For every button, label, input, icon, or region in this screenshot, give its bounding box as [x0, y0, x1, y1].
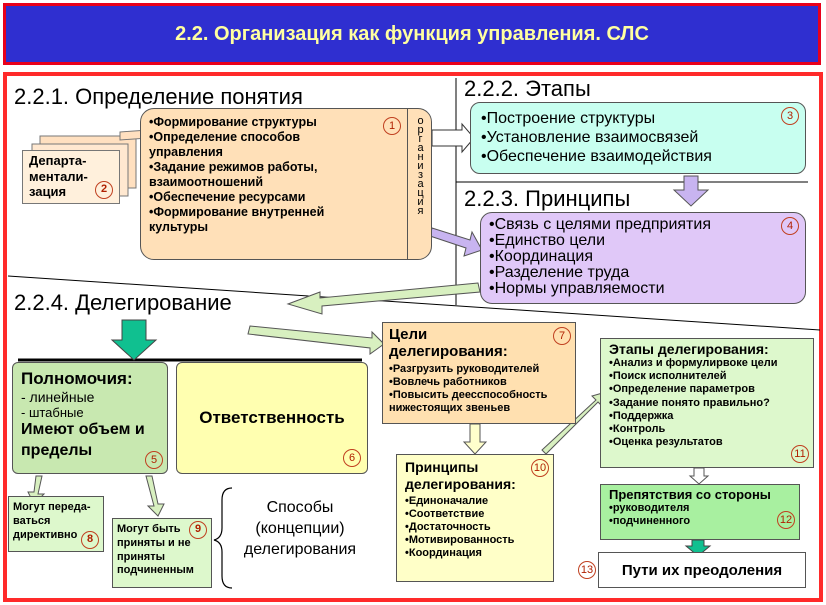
delegation-principles-list: •Единоначалие •Соответствие •Достаточнос…	[405, 495, 545, 561]
organization-item: •Задание режимов работы, взаимоотношений	[149, 160, 318, 189]
accepted-text: Могут быть приняты и не приняты подчинен…	[117, 523, 194, 577]
badge-5: 5	[145, 451, 163, 469]
arrow-to-principles	[672, 175, 710, 207]
delegation-principles-item: •Мотивированность	[405, 534, 515, 547]
badge-12: 12	[777, 511, 795, 529]
responsibility-text: Ответственность	[199, 408, 345, 427]
badge-7: 7	[553, 327, 571, 345]
badge-2: 2	[95, 181, 113, 199]
delegation-goals-item: •Разгрузить руководителей	[389, 362, 540, 375]
directive-box: Могут переда-ваться директивно 8	[8, 496, 104, 552]
organization-item: •Определение способов управления	[149, 130, 301, 159]
powers-title: Полномочия:	[21, 369, 133, 388]
badge-9: 9	[189, 521, 207, 539]
principles-item: •Единство цели	[489, 232, 605, 249]
section-principles: 2.2.3. Принципы	[464, 186, 631, 211]
organization-box: •Формирование структуры •Определение спо…	[140, 108, 432, 260]
principles-item: •Координация	[489, 248, 594, 265]
powers-box: Полномочия: - линейные - штабные Имеют о…	[12, 362, 168, 474]
departmentalization-box: Департа-ментали-зация 2	[22, 150, 120, 204]
delegation-stages-item: •Поддержка	[609, 409, 674, 422]
delegation-stages-item: •Контроль	[609, 422, 666, 435]
badge-1: 1	[383, 117, 401, 135]
departmentalization-text: Департа-ментали-зация	[29, 153, 88, 200]
ways-text: Пути их преодоления	[621, 561, 783, 579]
stages-item: •Обеспечение взаимодействия	[481, 148, 712, 166]
powers-limits: Имеют объем и пределы	[21, 421, 145, 459]
directive-text: Могут переда-ваться директивно	[13, 501, 91, 541]
obstacles-item: •подчиненного	[609, 515, 691, 528]
main-frame	[3, 72, 823, 602]
obstacles-title: Препятствия со стороны	[609, 487, 771, 502]
organization-item: •Формирование внутренней культуры	[149, 205, 325, 234]
delegation-stages-item: •Оценка результатов	[609, 436, 723, 449]
arrow-to-goals	[247, 325, 385, 355]
delegation-stages-list: •Анализ и формулирвоке цели •Поиск испол…	[609, 357, 805, 449]
badge-4: 4	[781, 217, 799, 235]
arrow-to-accepted	[145, 475, 165, 517]
section-definition: 2.2.1. Определение понятия	[14, 84, 303, 109]
section-stages: 2.2.2. Этапы	[464, 76, 591, 101]
delegation-goals-item: •Вовлечь работников	[389, 375, 507, 388]
delegation-stages-item: •Анализ и формулирвоке цели	[609, 357, 778, 369]
stages-item: •Построение структуры	[481, 110, 656, 127]
principles-item: •Разделение труда	[489, 264, 630, 281]
arrow-delegation-down	[110, 319, 158, 361]
badge-6: 6	[343, 449, 361, 467]
powers-staff: - штабные	[21, 405, 84, 420]
badge-13: 13	[578, 561, 596, 579]
delegation-goals-list: •Разгрузить руководителей •Вовлечь работ…	[389, 363, 569, 416]
powers-linear: - линейные	[21, 389, 95, 405]
arrow-to-obstacles	[688, 467, 710, 485]
organization-item: •Обеспечение ресурсами	[149, 190, 306, 204]
delegation-principles-item: •Координация	[405, 547, 482, 560]
section-delegation: 2.2.4. Делегирование	[14, 290, 232, 315]
obstacles-list: •руководителя •подчиненного	[609, 502, 791, 528]
delegation-principles-item: •Соответствие	[405, 507, 485, 520]
badge-8: 8	[81, 531, 99, 549]
page-title: 2.2. Организация как функция управления.…	[175, 22, 649, 45]
methods-brace	[213, 487, 233, 589]
delegation-goals-box: Цели делегирования: •Разгрузить руководи…	[382, 322, 576, 424]
delegation-goals-title: Цели делегирования:	[389, 326, 508, 361]
delegation-goals-item: •Повысить деесспособность нижестоящих зв…	[389, 388, 548, 415]
delegation-stages-item: •Задание понято правильно?	[609, 396, 770, 409]
ways-box: Пути их преодоления	[598, 552, 806, 588]
arrow-to-delegation	[286, 282, 481, 315]
organization-list: •Формирование структуры •Определение спо…	[149, 115, 375, 235]
badge-3: 3	[781, 107, 799, 125]
accepted-box: Могут быть приняты и не приняты подчинен…	[112, 518, 212, 588]
arrow-to-principles-diag	[429, 227, 483, 257]
arrow-to-ways	[684, 539, 712, 557]
badge-11: 11	[791, 445, 809, 463]
delegation-principles-item: •Достаточность	[405, 520, 491, 533]
delegation-stages-box: Этапы делегирования: •Анализ и формулирв…	[600, 338, 814, 468]
principles-item: •Связь с целями предприятия	[489, 216, 711, 233]
stages-item: •Установление взаимосвязей	[481, 129, 699, 147]
stages-box: •Построение структуры •Установление взаи…	[470, 102, 806, 174]
organization-item: •Формирование структуры	[149, 115, 317, 129]
title-bar: 2.2. Организация как функция управления.…	[3, 3, 821, 65]
delegation-stages-title: Этапы делегирования:	[609, 341, 769, 357]
delegation-stages-item: •Определение параметров	[609, 383, 755, 396]
delegation-principles-title: Принципы делегирования:	[405, 459, 516, 492]
delegation-principles-box: Принципы делегирования: •Единоначалие •С…	[396, 454, 554, 582]
stages-list: •Построение структуры •Установление взаи…	[481, 109, 712, 167]
delegation-principles-item: •Единоначалие	[405, 494, 489, 507]
methods-label: Способы (концепции) делегирования	[243, 499, 357, 558]
obstacles-item: •руководителя	[609, 502, 690, 514]
arrow-to-stages	[431, 122, 475, 154]
principles-item: •Нормы управляемости	[489, 280, 665, 297]
principles-box: •Связь с целями предприятия •Единство це…	[480, 212, 806, 304]
divider-diagonal	[7, 275, 821, 331]
arrow-to-delegation-principles	[462, 423, 488, 455]
organization-side: организация	[407, 109, 433, 259]
organization-side-label: организация	[414, 115, 427, 214]
delegation-stages-item: •Поиск исполнителей	[609, 370, 727, 383]
badge-10: 10	[531, 459, 549, 477]
principles-list: •Связь с целями предприятия •Единство це…	[489, 217, 711, 297]
obstacles-box: Препятствия со стороны •руководителя •по…	[600, 484, 800, 540]
responsibility-box: Ответственность 6	[176, 362, 368, 474]
